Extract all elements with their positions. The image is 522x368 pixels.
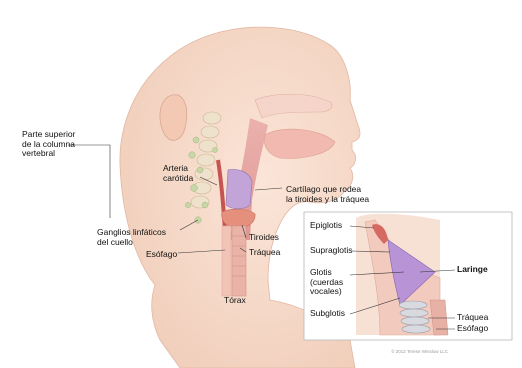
trachea-tube	[232, 226, 246, 296]
label-esophagus: Esófago	[146, 250, 177, 260]
esophagus-tube	[222, 226, 231, 296]
label-carotid-artery: Arteria carótida	[163, 164, 193, 183]
inset-label-glottis: Glotis (cuerdas vocales)	[310, 268, 343, 297]
label-thyroid: Tiroides	[249, 233, 279, 243]
label-spine: Parte superior de la columna vertebral	[22, 130, 75, 159]
label-cartilage: Cartílago que rodea la tiroides y la trá…	[286, 185, 369, 204]
ear-shape	[160, 95, 187, 141]
inset-label-trachea: Tráquea	[457, 313, 488, 323]
inset-label-esophagus: Esófago	[457, 324, 488, 334]
label-trachea: Tráquea	[249, 248, 280, 258]
inset-label-subglottis: Subglotis	[310, 309, 345, 319]
inset-label-larynx: Laringe	[457, 265, 488, 275]
inset-label-supraglottis: Supraglotis	[310, 246, 353, 256]
inset-label-epiglottis: Epiglotis	[310, 221, 342, 231]
label-thorax: Tórax	[224, 296, 246, 306]
illustration-credit: © 2012 Terese Winslow LLC	[391, 349, 448, 354]
larynx-cartilage	[226, 170, 252, 209]
label-lymph-nodes: Ganglios linfáticos del cuello	[97, 228, 166, 247]
